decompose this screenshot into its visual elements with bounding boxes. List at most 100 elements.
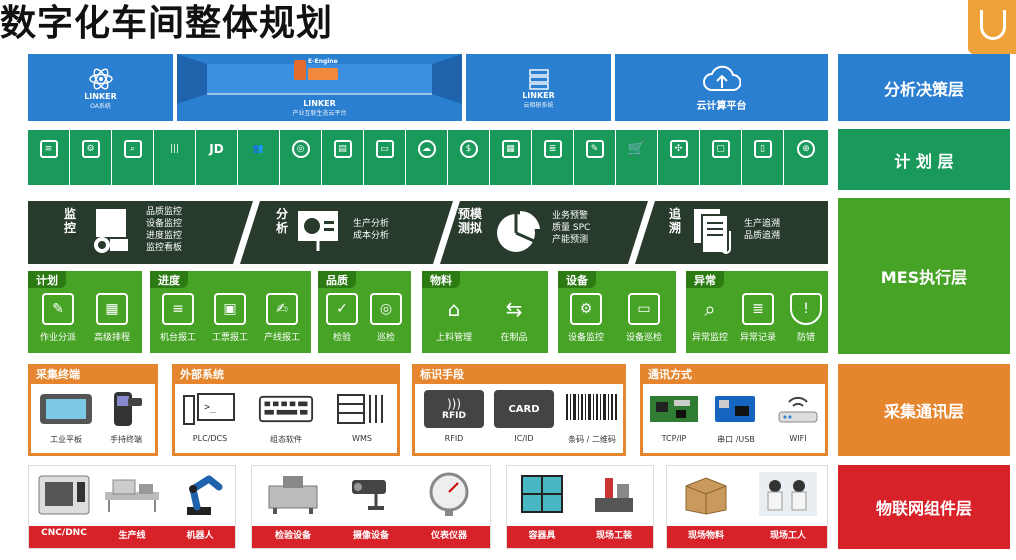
oa-subtitle: OA系统 [90,102,111,110]
calendar-icon: ▦ [96,293,128,325]
terminal-item-label: 工业平板 [50,435,82,444]
quality-item: ◎ 巡检 [360,293,412,343]
external-item: >_ PLC/DCS [175,390,245,443]
equipment-item: ⚙ 设备监控 [560,293,612,343]
monitor-label: 监 控 [64,207,77,235]
cloud-platform-label: 云计算平台 [696,100,747,112]
equipment-monitor-icon: ⚙ [570,293,602,325]
iot-item-label: 容器具 [528,531,556,541]
computer-terminal-icon: >_ [182,390,238,428]
comm-item: TCP/IP [639,390,709,443]
monitor-icon: ▭ [375,140,394,158]
iot-item-label: 现场工人 [769,531,806,541]
rfid-card-text: RFID [442,411,466,421]
external-item: 组态软件 [251,390,321,445]
tablet-icon [38,390,94,428]
iot-item-label: 现场物料 [687,531,724,541]
comm-item: WIFI [763,390,833,443]
oa-brand: LINKER [84,91,117,101]
monitor-item: 监控看板 [146,243,183,253]
cnc-machine-icon [35,470,93,518]
exception-item-label: 异常记录 [739,333,776,343]
phone-icon: ▯ [753,140,772,158]
identify-item: 条码 / 二维码 [557,390,627,445]
material-group: 物料 ⌂ 上料管理 ⇆ 在制品 [422,271,548,353]
iot-item: 机器人 [165,470,235,541]
exception-group-title: 异常 [686,271,724,288]
layer-label-collect: 采集通讯层 [838,364,1010,456]
iot-item-label: 仪表仪器 [430,531,467,541]
iot-item: CNC/DNC [29,470,99,538]
line-report-icon: ✍ [266,293,298,325]
quality-item-label: 巡检 [376,333,395,343]
plan-module-tile: ▢ [700,130,741,185]
terminal-item: 手持终端 [91,390,161,445]
comm-group: 通讯方式 TCP/IP 串口 /USB WIFI [640,364,828,456]
plan-module-tile: ☁ [406,130,447,185]
keyboard-icon [258,390,314,428]
material-item: ⇆ 在制品 [488,293,540,343]
inspection-device-icon [264,470,322,518]
plan-module-tile: ▯ [742,130,783,185]
iot-item: 容器具 [507,470,577,541]
iot-group-machines: CNC/DNC 生产线 机器人 [28,465,236,549]
layer-label-plan: 计 划 层 [838,129,1010,190]
monitor-item: 设备监控 [146,219,183,229]
progress-item: ✍ 产线报工 [256,293,308,343]
plan-module-tile: ⌕ [112,130,153,185]
chip-icon: ✣ [669,140,688,158]
iot-item-label: 现场工装 [595,531,632,541]
dispatch-icon: ✎ [42,293,74,325]
terminal-item-label: 手持终端 [110,435,142,444]
predict-item: 质量 SPC [552,223,591,233]
comm-group-title: 通讯方式 [640,364,700,384]
exception-item: ! 防错 [780,293,832,343]
exception-item: ≣ 异常记录 [732,293,784,343]
plan-module-tile: 👥 [238,130,279,185]
signpost-truck-icon: ⇆ [505,297,523,321]
report-icon: ≣ [543,140,562,158]
iot-group-fixtures: 容器具 现场工装 [506,465,654,549]
machine-report-icon: ≡ [162,293,194,325]
comm-item-label: 串口 /USB [717,435,755,444]
iot-group-onsite: 现场物料 现场工人 [666,465,828,549]
plan-group-title: 计划 [28,271,66,288]
plan-module-tile: ||| [154,130,195,185]
iot-item: 生产线 [97,470,167,541]
iot-item-label: 检验设备 [274,531,311,541]
exception-group: 异常 ⌕ 异常监控 ≣ 异常记录 ! 防错 [686,271,828,353]
external-item-label: WMS [352,434,372,443]
globe-icon: ◎ [291,140,310,158]
container-rack-icon [513,470,571,518]
equipment-item-label: 设备巡检 [625,333,662,343]
comm-item: 串口 /USB [701,390,771,445]
calendar-icon: ▦ [501,140,520,158]
jd-icon: JD [209,142,224,156]
layer-label-iot: 物联网组件层 [838,465,1010,549]
quality-group-title: 品质 [318,271,356,288]
external-item-label: 组态软件 [270,435,302,444]
plan-module-tile: ▭ [364,130,405,185]
production-line-icon [103,470,161,518]
terminal-group-title: 采集终端 [28,364,88,384]
analysis-list: 生产分析 成本分析 [353,218,389,242]
monitor-item: 品质监控 [146,207,183,217]
folder-icon: ▤ [333,140,352,158]
iot-item-label: 摄像设备 [352,531,389,541]
material-group-title: 物料 [422,271,460,288]
plan-module-tile: ≣ [532,130,573,185]
iot-item: 现场工装 [579,470,649,541]
handheld-scanner-icon [98,390,154,428]
person-list-icon: ≣ [742,293,774,325]
shield-icon: ! [790,293,822,325]
iot-item: 现场物料 [671,470,741,541]
trace-label: 追 溯 [669,207,682,235]
plan-module-tile: JD [196,130,237,185]
plan-item-label: 高级排程 [93,333,130,343]
server-icon [528,68,549,90]
layer-label-mes: MES执行层 [838,198,1010,354]
wifi-router-icon [770,390,826,428]
users-icon: 👥 [252,144,265,154]
equipment-group: 设备 ⚙ 设备监控 ▭ 设备巡检 [558,271,676,353]
predict-list: 业务预警 质量 SPC 产能预测 [552,210,590,246]
